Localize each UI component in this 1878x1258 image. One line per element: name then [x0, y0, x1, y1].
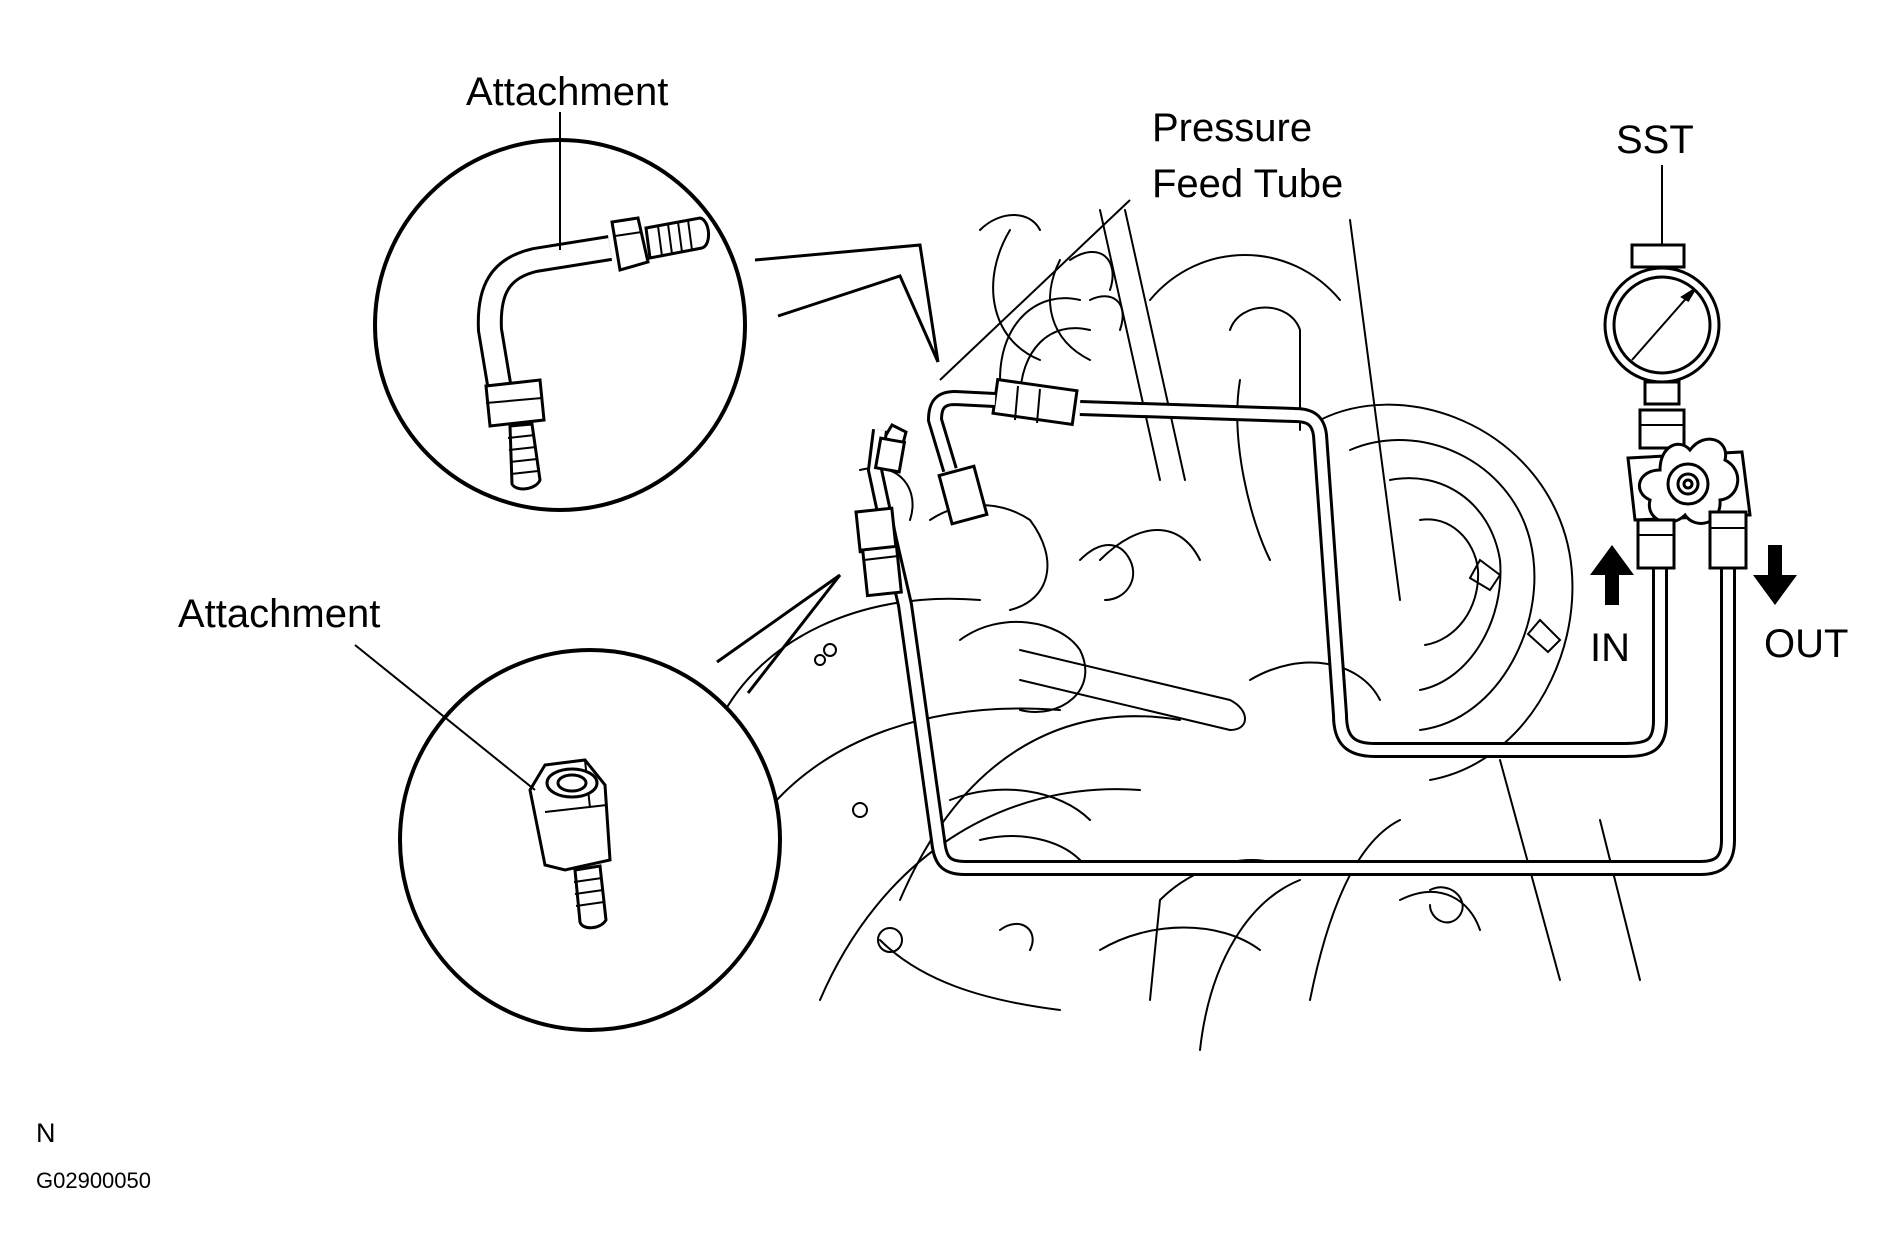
threaded-fitting-bottom	[507, 422, 542, 491]
hose-in-line	[927, 390, 1668, 758]
leader-lines	[354, 112, 1663, 791]
out-line-fitting	[854, 436, 907, 598]
threaded-fitting-top	[644, 216, 710, 260]
figure-code: G02900050	[36, 1168, 151, 1193]
magnifier-bottom	[398, 648, 782, 1032]
callout-pointer-top	[754, 243, 940, 363]
label-out: OUT	[1764, 622, 1849, 666]
callout-pointer-bottom	[716, 573, 842, 694]
engine-background-sketch	[719, 209, 1641, 1051]
label-attachment-top: Attachment	[466, 70, 669, 114]
label-pressure-feed-tube: Pressure Feed Tube	[1152, 106, 1344, 206]
hex-adapter	[528, 758, 612, 930]
sst-gauge-assembly	[1603, 243, 1752, 570]
arrow-up-icon	[1590, 545, 1634, 605]
label-attachment-bottom: Attachment	[178, 592, 381, 636]
label-in: IN	[1590, 626, 1630, 670]
north-marker: N	[36, 1118, 56, 1148]
hose-out-line	[867, 429, 1736, 876]
label-sst: SST	[1616, 118, 1694, 162]
magnifier-top	[373, 138, 747, 512]
arrow-down-icon	[1753, 545, 1797, 605]
